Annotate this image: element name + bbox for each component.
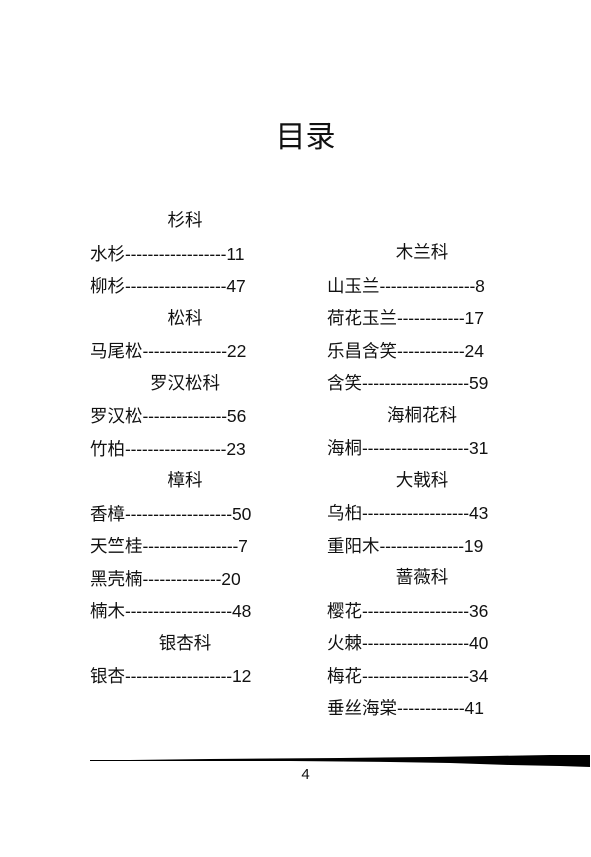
entry-leader-dots: -------------------: [362, 503, 469, 523]
entry-name: 马尾松: [90, 342, 143, 362]
entry-leader-dots: ------------------: [125, 438, 227, 459]
entry-leader-dots: -------------------: [362, 438, 469, 458]
toc-entry[interactable]: 黑壳楠--------------20: [90, 563, 290, 596]
entry-name: 山玉兰: [327, 276, 380, 297]
entry-page-number: 56: [226, 406, 247, 426]
entry-name: 垂丝海棠: [327, 699, 397, 719]
entry-leader-dots: --------------: [142, 568, 222, 589]
entry-page-number: 50: [231, 503, 252, 524]
entry-page-number: 17: [464, 308, 485, 328]
entry-page-number: 41: [464, 698, 485, 718]
entry-name: 乐昌含笑: [327, 341, 397, 362]
section-heading: 蔷薇科: [395, 568, 449, 588]
section-heading: 杉科: [167, 211, 203, 231]
entry-name: 火棘: [327, 634, 362, 654]
entry-name: 含笑: [327, 374, 362, 394]
entry-page-number: 36: [468, 600, 489, 621]
toc-entry[interactable]: 乐昌含笑------------24: [327, 335, 527, 368]
entry-name: 荷花玉兰: [327, 309, 397, 329]
toc-entry[interactable]: 柳杉------------------47: [90, 270, 290, 303]
toc-entry[interactable]: 山玉兰-----------------8: [327, 270, 527, 303]
page-title: 目录: [275, 120, 336, 155]
entry-page-number: 8: [475, 275, 485, 296]
section-heading: 海桐花科: [387, 405, 457, 426]
entry-name: 银杏: [90, 667, 125, 687]
entry-page-number: 23: [226, 438, 246, 459]
entry-leader-dots: ------------: [397, 340, 465, 361]
entry-page-number: 47: [226, 276, 246, 296]
entry-leader-dots: ---------------: [142, 341, 228, 361]
entry-name: 香樟: [90, 504, 125, 525]
footer-rule-stroke: [90, 755, 590, 767]
entry-name: 乌桕: [327, 504, 362, 524]
section-heading: 松科: [167, 308, 203, 329]
toc-entry[interactable]: 含笑-------------------59: [327, 367, 527, 400]
entry-page-number: 20: [221, 568, 241, 589]
entry-page-number: 19: [463, 535, 484, 556]
entry-leader-dots: -------------------: [125, 601, 232, 621]
entry-name: 重阳木: [327, 536, 380, 557]
entry-leader-dots: ------------------: [125, 276, 227, 296]
toc-entry[interactable]: 水杉------------------11: [90, 238, 290, 271]
toc-entry[interactable]: 垂丝海棠------------41: [327, 692, 527, 725]
toc-entry[interactable]: 乌桕-------------------43: [327, 497, 527, 530]
section-heading: 木兰科: [395, 243, 449, 263]
entry-leader-dots: ------------: [397, 698, 465, 718]
toc-entry[interactable]: 海桐-------------------31: [327, 432, 527, 465]
entry-name: 楠木: [90, 602, 125, 622]
entry-page-number: 24: [464, 340, 485, 361]
entry-name: 柳杉: [90, 277, 125, 297]
entry-page-number: 40: [468, 633, 489, 653]
entry-name: 樱花: [327, 601, 362, 622]
footer-rule: [90, 755, 590, 767]
toc-entry[interactable]: 天竺桂-----------------7: [90, 530, 290, 563]
entry-name: 水杉: [90, 244, 125, 265]
toc-entry[interactable]: 竹柏------------------23: [90, 433, 290, 466]
toc-entry[interactable]: 荷花玉兰------------17: [327, 302, 527, 335]
toc-entry[interactable]: 火棘-------------------40: [327, 627, 527, 660]
entry-page-number: 12: [231, 666, 252, 686]
entry-page-number: 11: [226, 243, 245, 264]
entry-name: 竹柏: [90, 439, 125, 460]
entry-page-number: 59: [468, 373, 489, 393]
section-heading: 大戟科: [395, 470, 449, 491]
toc-entry[interactable]: 马尾松---------------22: [90, 335, 290, 368]
toc-entry[interactable]: 重阳木---------------19: [327, 530, 527, 563]
entry-leader-dots: ---------------: [379, 535, 465, 556]
entry-leader-dots: ------------------: [125, 243, 227, 264]
entry-leader-dots: -------------------: [362, 373, 469, 393]
entry-page-number: 22: [226, 341, 247, 361]
toc-entry[interactable]: 银杏-------------------12: [90, 660, 290, 693]
entry-leader-dots: -------------------: [362, 633, 469, 653]
entry-leader-dots: -----------------: [142, 536, 239, 556]
toc-entry[interactable]: 香樟-------------------50: [90, 498, 290, 531]
entry-leader-dots: -------------------: [362, 665, 469, 686]
entry-page-number: 43: [468, 503, 489, 523]
entry-leader-dots: ---------------: [142, 406, 228, 426]
entry-name: 梅花: [327, 666, 362, 687]
entry-name: 天竺桂: [90, 537, 143, 557]
entry-name: 海桐: [327, 439, 362, 459]
page-number: 4: [301, 766, 310, 783]
toc-entry[interactable]: 罗汉松---------------56: [90, 400, 290, 433]
entry-page-number: 31: [468, 438, 489, 458]
entry-leader-dots: -------------------: [362, 600, 469, 621]
toc-entry[interactable]: 梅花-------------------34: [327, 660, 527, 693]
entry-page-number: 7: [238, 536, 248, 556]
section-heading: 樟科: [167, 471, 203, 491]
toc-entry[interactable]: 楠木-------------------48: [90, 595, 290, 628]
entry-page-number: 48: [231, 601, 252, 621]
entry-leader-dots: ------------: [397, 308, 465, 328]
entry-leader-dots: -------------------: [125, 503, 232, 524]
entry-page-number: 34: [468, 665, 489, 686]
section-heading: 罗汉松科: [150, 373, 220, 394]
entry-name: 黑壳楠: [90, 569, 143, 590]
entry-name: 罗汉松: [90, 407, 143, 427]
section-heading: 银杏科: [158, 633, 212, 654]
toc-entry[interactable]: 樱花-------------------36: [327, 595, 527, 628]
entry-leader-dots: -----------------: [379, 275, 476, 296]
entry-leader-dots: -------------------: [125, 666, 232, 686]
